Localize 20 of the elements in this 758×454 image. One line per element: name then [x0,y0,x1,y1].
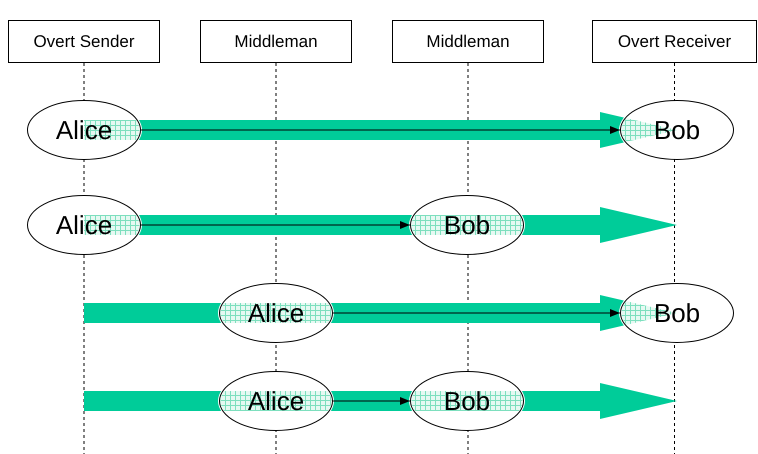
participant-box [8,20,160,63]
actor-name: Alice [56,210,112,240]
participant-box [592,20,757,63]
actor-name: Alice [248,386,304,416]
actor-name: Bob [444,210,490,240]
actor-name: Bob [444,386,490,416]
participant-name: Middleman [426,32,510,52]
participant-box [200,20,352,63]
message-arrow [140,126,620,134]
actor-name: Bob [654,298,700,328]
message-arrow [332,397,410,405]
actor-name: Alice [56,114,112,146]
participant-name: Middleman [234,32,318,52]
participant-name: Overt Receiver [618,32,732,52]
participant-name: Overt Sender [33,32,135,52]
actor-name: Bob [654,114,700,146]
actor-name: Alice [248,298,304,328]
message-arrow [140,221,410,229]
message-arrow [332,309,620,317]
participant-box [392,20,544,63]
